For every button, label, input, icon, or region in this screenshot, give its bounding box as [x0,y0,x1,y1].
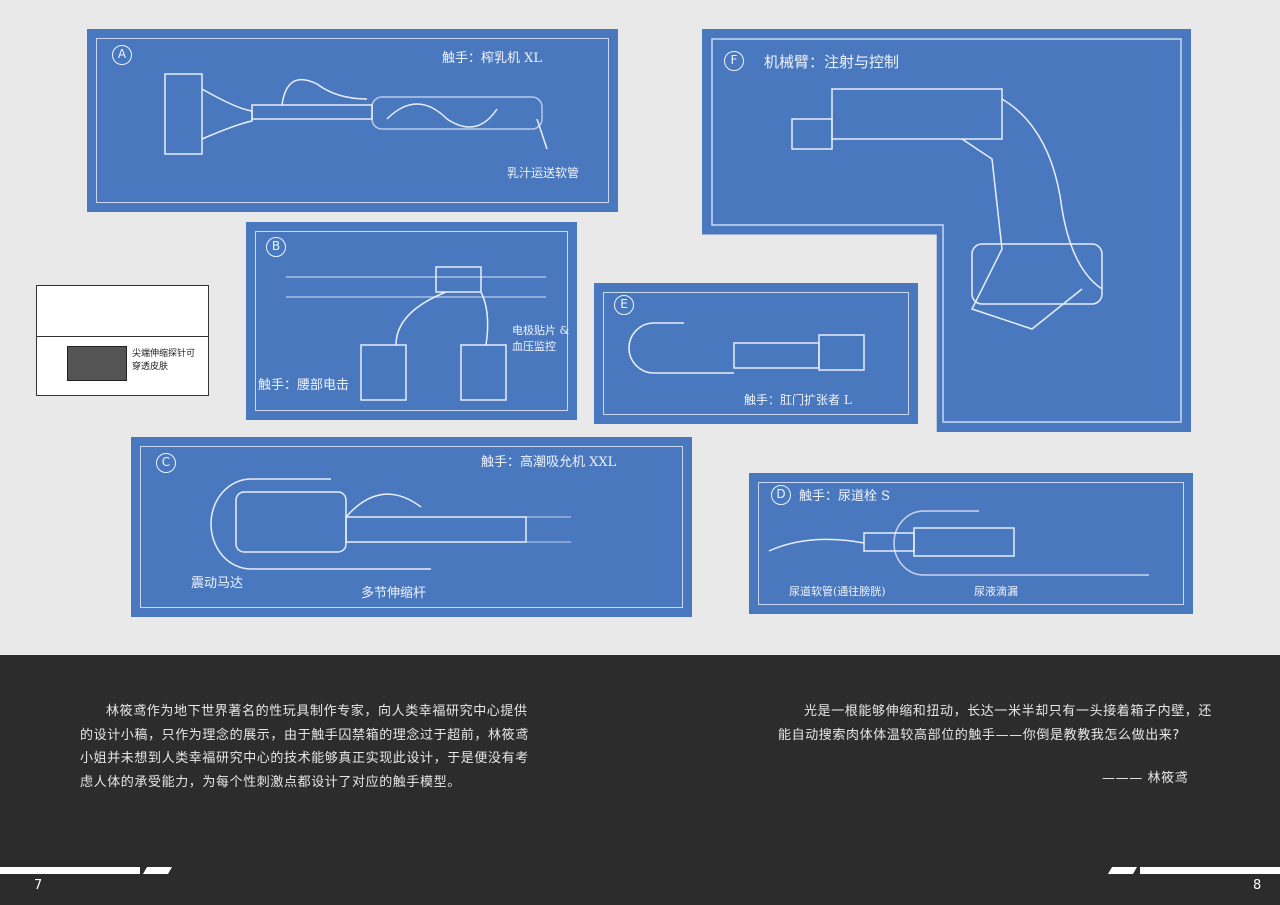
panel-letter: E [614,295,634,315]
sketch-note: 尖端伸缩探针可穿透皮肤 [132,349,196,372]
panel-note: 乳汁运送软管 [507,166,580,180]
right-stripe-accent [1107,867,1138,874]
panel-title: 触手：腰部电击 [258,378,350,393]
panel-letter: D [771,485,791,505]
panel-letter: B [266,237,286,257]
right-paragraph: 光是一根能够伸缩和扭动，长达一米半却只有一头接着箱子内壁，还能自动搜索肉体体温较… [778,704,1213,743]
panel-title: 触手：肛门扩张者 L [744,393,852,407]
blueprint-panel-a: A 触手：榨乳机 XL 乳汁运送软管 [87,29,618,212]
blueprint-panel-b: B 触手：腰部电击 电极贴片 & 血压监控 [246,222,577,420]
left-paragraph: 林筱鸢作为地下世界著名的性玩具制作专家，向人类幸福研究中心提供的设计小稿，只作为… [80,704,529,790]
panel-note: 电极贴片 & 血压监控 [512,324,570,353]
left-stripe-accent [142,867,173,874]
panel-letter: A [112,45,132,65]
blueprint-panel-c: C 触手：高潮吸允机 XXL 震动马达 多节伸缩杆 [131,437,692,617]
panel-title: 触手：高潮吸允机 XXL [481,455,617,470]
panel-note-rod: 多节伸缩杆 [361,586,427,601]
text-band: 林筱鸢作为地下世界著名的性玩具制作专家，向人类幸福研究中心提供的设计小稿，只作为… [0,655,1280,905]
page-number-left: 7 [34,878,43,893]
panel-letter: C [156,453,176,473]
left-stripe [0,867,140,874]
blueprint-panel-e: E 触手：肛门扩张者 L [594,283,918,424]
skin-probe-sketch: 尖端伸缩探针可穿透皮肤 [36,285,209,396]
panel-title: 触手：榨乳机 XL [442,51,543,66]
signature: ——— 林筱鸢 [1102,771,1189,786]
blueprint-panel-d: D 触手：尿道栓 S 尿道软管(通往膀胱) 尿液滴漏 [749,473,1193,614]
panel-note-tube: 尿道软管(通往膀胱) [789,585,886,598]
page-number-right: 8 [1253,878,1262,893]
panel-letter: F [724,51,744,71]
panel-note-drip: 尿液滴漏 [974,585,1018,598]
milker-sketch [164,73,548,155]
panel-title: 触手：尿道栓 S [799,489,891,504]
panel-note-motor: 震动马达 [191,576,244,591]
panel-title: 机械臂：注射与控制 [764,53,900,71]
right-stripe [1140,867,1280,874]
